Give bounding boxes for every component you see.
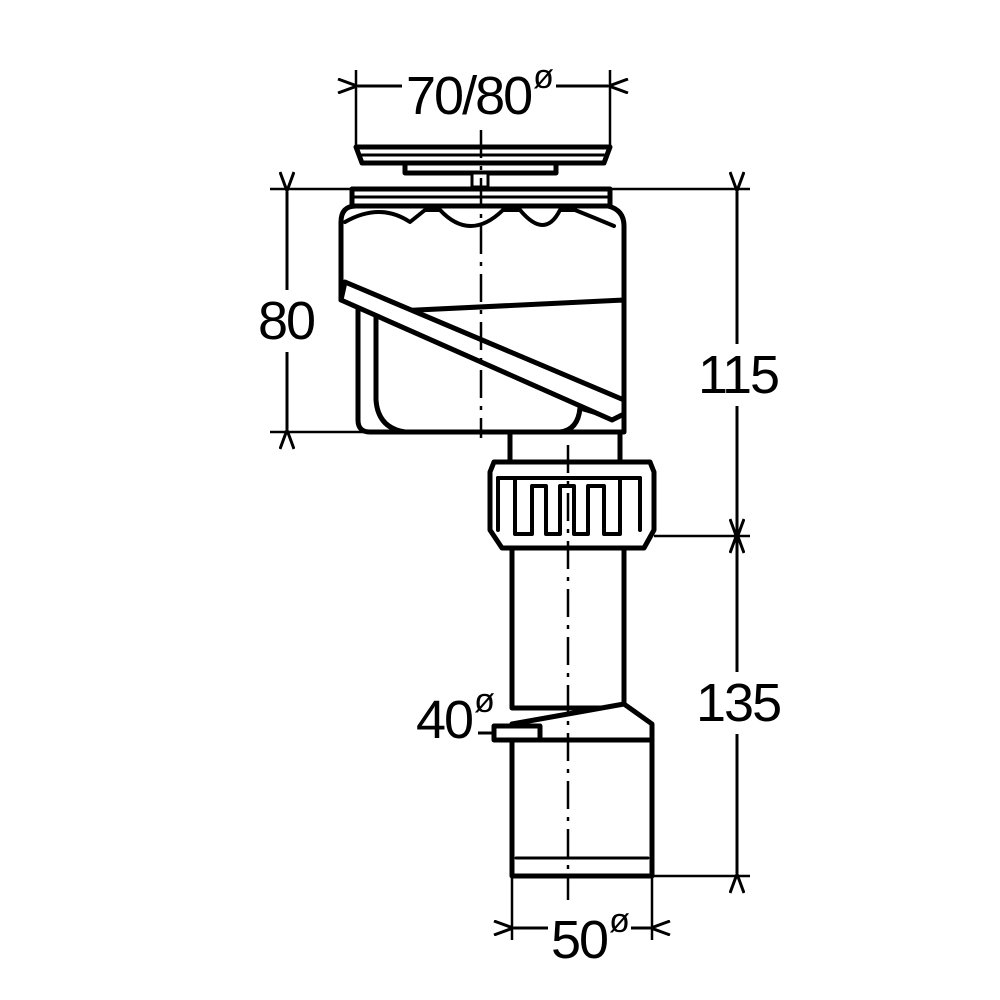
body-height-value: 80 [258, 291, 316, 351]
lower-height-label: 135 [696, 672, 782, 734]
upper-height-value: 115 [698, 345, 780, 405]
body-height-label: 80 [258, 290, 316, 352]
diameter-symbol: ø [474, 682, 495, 720]
upper-height-label: 115 [698, 344, 780, 406]
inlet-stub [491, 723, 543, 743]
outlet-diameter-label: 50ø [548, 904, 631, 967]
body-crown [343, 208, 616, 228]
top-diameter-value: 70/80 [406, 66, 533, 126]
lower-height-value: 135 [696, 673, 782, 733]
inlet-diameter-value: 40 [416, 690, 474, 750]
slip-nut-teeth [496, 476, 642, 536]
outlet-diameter-value: 50 [551, 910, 609, 970]
diameter-symbol: ø [609, 902, 630, 940]
diagonal-partition [338, 279, 627, 423]
inlet-diameter-label: 40ø [416, 682, 495, 750]
outlet-pipe [509, 737, 655, 879]
diameter-symbol: ø [533, 58, 554, 96]
top-diameter-label: 70/80ø [402, 60, 556, 123]
body-neck [507, 429, 623, 465]
